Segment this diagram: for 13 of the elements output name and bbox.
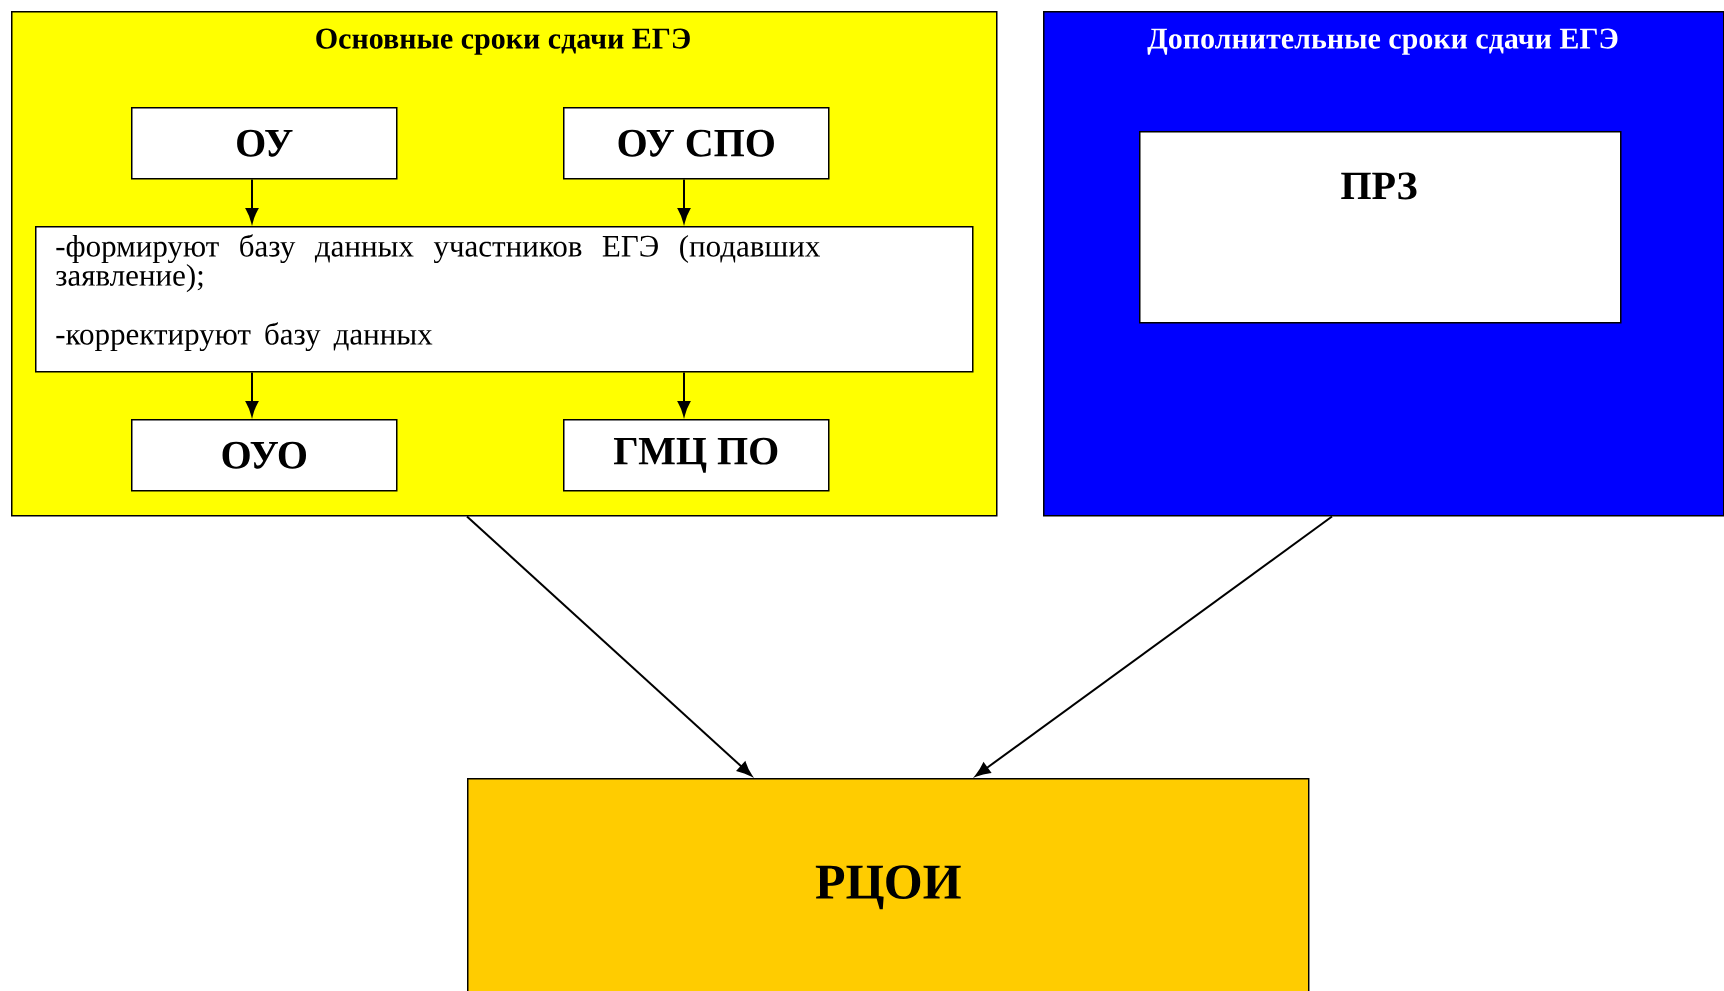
process-box: ГМЦ ПО	[563, 419, 830, 492]
process-box: ОУ	[131, 107, 398, 180]
arrow	[245, 178, 259, 223]
arrow	[245, 371, 259, 416]
process-box: РЦОИ	[467, 778, 1310, 991]
process-box: ОУ СПО	[563, 107, 830, 180]
process-box: ПРЗ	[1139, 131, 1622, 324]
arrow	[975, 515, 1333, 777]
process-box: ОУО	[131, 419, 398, 492]
arrow	[677, 371, 691, 416]
text-box: -формируют базу данных участников ЕГЭ (подавших заявление); -корректируют базу данных	[35, 226, 974, 373]
arrow	[466, 515, 753, 777]
arrow	[677, 178, 691, 223]
